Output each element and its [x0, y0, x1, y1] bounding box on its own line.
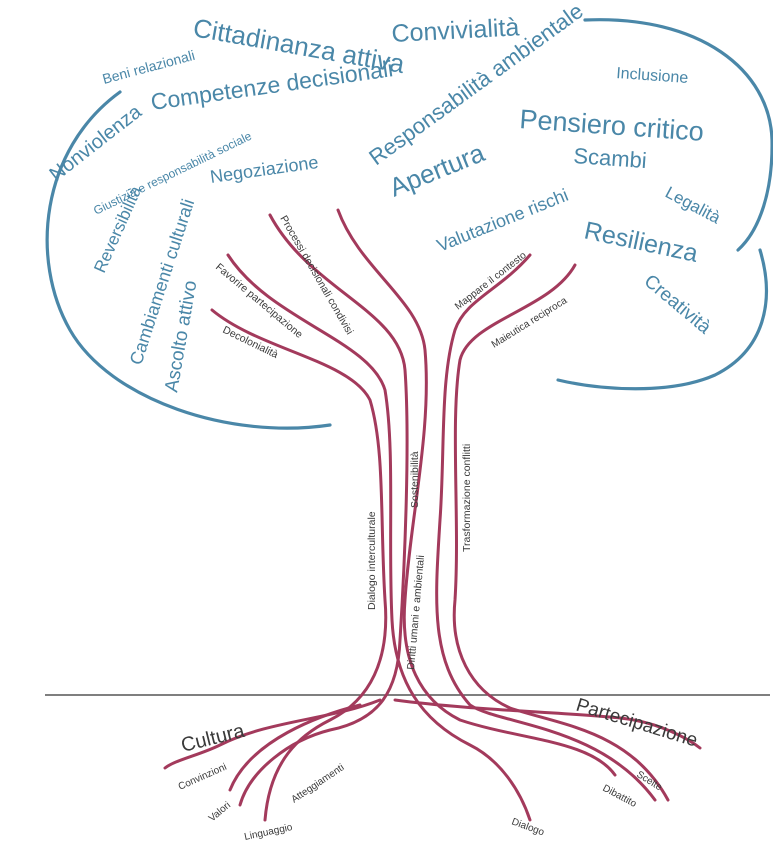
word-cultura: Cultura	[179, 720, 248, 757]
word-negoziazione: Negoziazione	[209, 152, 320, 187]
crown-arc-left	[45, 90, 332, 430]
word-atteggiamenti: Atteggiamenti	[290, 762, 347, 805]
crown-arc-top-right	[583, 18, 773, 252]
word-dialogo: Dialogo	[510, 816, 546, 838]
word-beni-relazionali: Beni relazionali	[101, 47, 197, 87]
crown-arc-right	[556, 248, 768, 391]
word-convivialita: Convivialità	[391, 13, 520, 48]
word-legalita: Legalità	[662, 183, 724, 228]
branch-sostenibilita	[336, 208, 617, 777]
label-trasformazione: Trasformazione conflitti	[461, 444, 473, 552]
word-resilienza: Resilienza	[582, 216, 701, 267]
branch-decolonialita	[210, 308, 388, 822]
branch-favorire	[226, 253, 532, 822]
word-dibattito: Dibattito	[601, 783, 639, 810]
word-convinzioni: Convinzioni	[177, 762, 229, 793]
word-partecipazione: Partecipazione	[574, 695, 700, 752]
word-pensiero-critico: Pensiero critico	[519, 104, 705, 147]
label-sostenibilita: Sostenibilità	[409, 451, 421, 508]
trunk	[163, 208, 702, 822]
crown-words: Cittadinanza attiva Convivialità Beni re…	[46, 0, 725, 394]
branch-maieutica	[452, 263, 670, 802]
branch-mappare	[435, 253, 657, 802]
word-valori: Valori	[207, 800, 233, 824]
word-valutazione-rischi: Valutazione rischi	[434, 185, 571, 256]
word-scambi: Scambi	[573, 143, 648, 173]
word-inclusione: Inclusione	[616, 65, 689, 87]
root-words: Cultura Partecipazione Convinzioni Valor…	[177, 695, 700, 843]
root-valori	[228, 703, 362, 792]
label-dialogo-interculturale: Dialogo interculturale	[366, 511, 378, 610]
root-partecipazione	[393, 698, 702, 750]
label-mappare: Mappare il contesto	[453, 250, 529, 313]
word-creativita: Creatività	[640, 271, 715, 339]
branch-processi	[238, 213, 409, 807]
word-linguaggio: Linguaggio	[243, 822, 294, 843]
root-cultura	[163, 698, 382, 770]
